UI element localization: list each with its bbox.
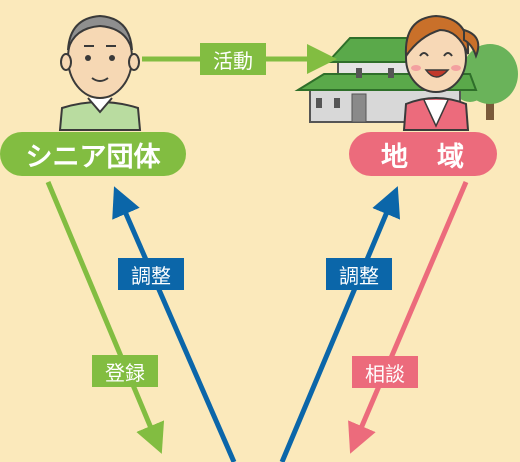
senior-group-node: シニア団体 [0,132,186,176]
woman-icon [402,14,480,131]
adjust-right-label: 調整 [326,258,392,290]
elderly-man-icon [58,14,142,131]
adjust-left-arrow [112,186,237,462]
consult-arrow [348,181,469,454]
consult-label: 相談 [352,356,418,388]
activity-label: 活動 [200,43,266,75]
region-node: 地 域 [349,132,497,176]
adjust-right-arrow [279,186,401,462]
register-label: 登録 [92,355,158,387]
register-arrow [45,181,165,454]
adjust-left-label: 調整 [118,258,184,290]
